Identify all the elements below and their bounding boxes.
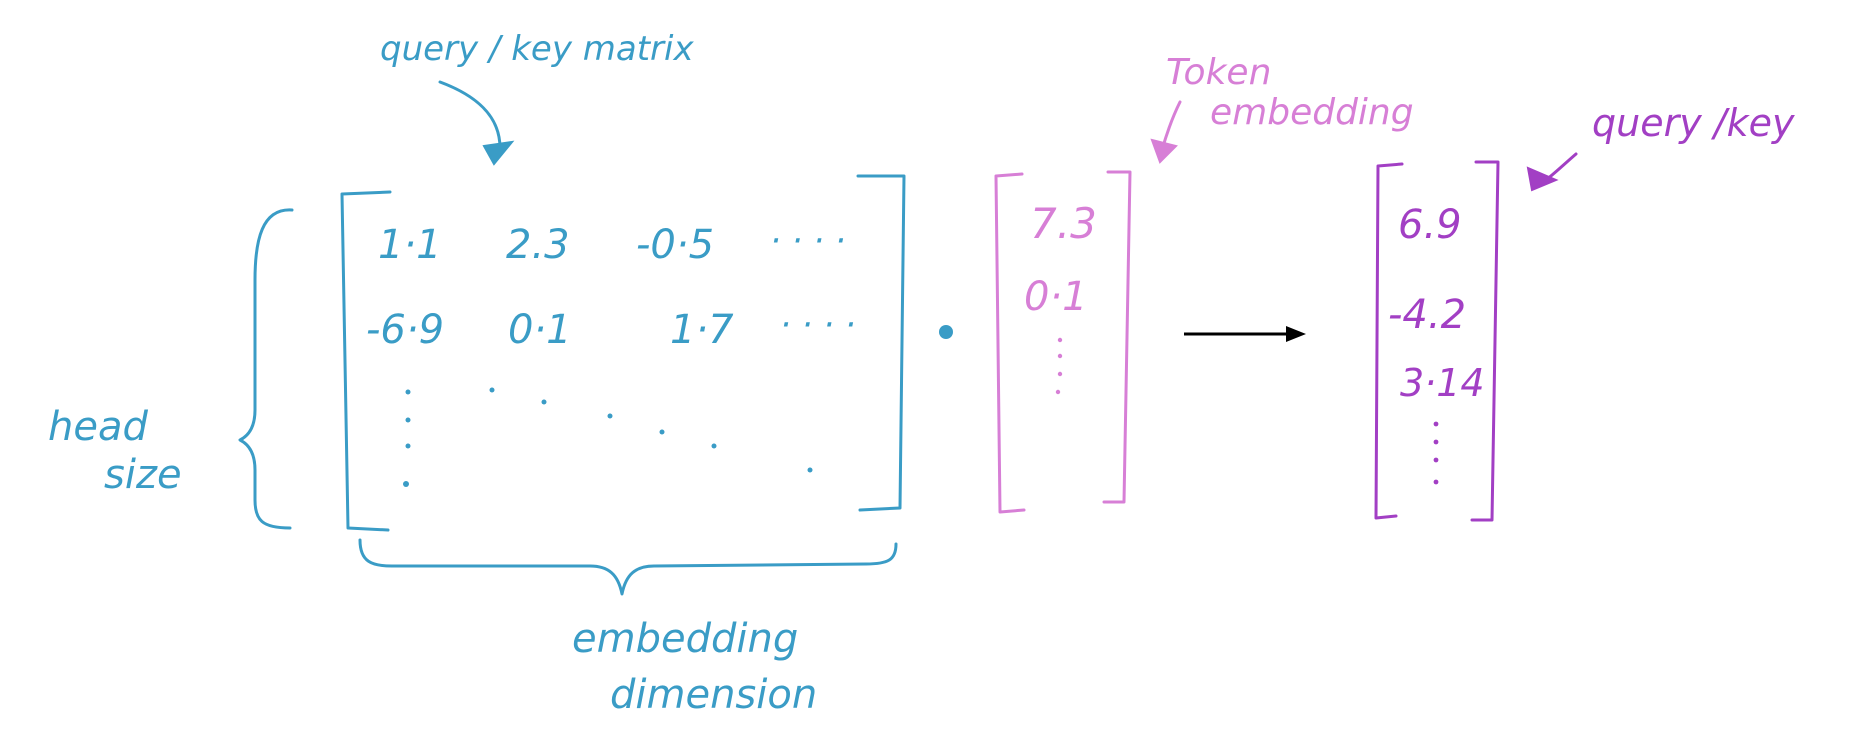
matrix-cell: 0·1 [508,307,572,353]
matrix-left-bracket [340,190,392,532]
embedding-dimension-label-line2: dimension [610,672,817,718]
embedding-dimension-brace [358,538,898,596]
matrix-cell: 2.3 [506,222,570,268]
embedding-dimension-label-line1: embedding [572,616,798,662]
dot-product-operator [939,325,953,339]
token-vector-vertical-dots [1055,337,1063,395]
result-vector-left-bracket [1374,162,1404,520]
head-size-brace [238,208,294,530]
qk-matrix-label: query / key matrix [380,29,694,69]
query-key-label: query /key [1592,101,1795,145]
head-size-label-line2: size [104,452,182,498]
result-vector-cell: 3·14 [1400,361,1485,405]
matrix-cell-ellipsis: · · · · [780,305,856,345]
token-embedding-arrowhead [1150,138,1178,164]
token-embedding-label-line1: Token [1166,52,1271,93]
matrix-cell: 1·7 [670,307,734,353]
head-size-label-line1: head [48,404,148,450]
token-embedding-label-line2: embedding [1210,92,1414,133]
matrix-cell-ellipsis: · · · · [770,221,846,261]
matrix-vertical-dots [403,389,411,487]
matrix-cell: -0·5 [636,222,714,268]
token-vector-cell: 0·1 [1024,274,1088,320]
token-vector-right-bracket [1102,170,1132,504]
qk-matrix-arrowhead [482,140,515,166]
qk-matrix-arrow [438,80,502,150]
result-vector-right-bracket [1470,160,1500,522]
transform-arrow-head [1286,326,1306,342]
token-vector-left-bracket [994,172,1026,514]
token-vector-cell: 7.3 [1030,199,1097,248]
result-vector-cell: 6.9 [1398,202,1462,248]
query-key-arrowhead [1526,166,1559,192]
matrix-cell: -6·9 [366,307,444,353]
result-vector-vertical-dots [1433,421,1439,485]
result-vector-cell: -4.2 [1388,292,1466,338]
matrix-diagonal-dots [489,387,813,473]
matrix-right-bracket [856,174,906,512]
matrix-cell: 1·1 [378,222,442,268]
